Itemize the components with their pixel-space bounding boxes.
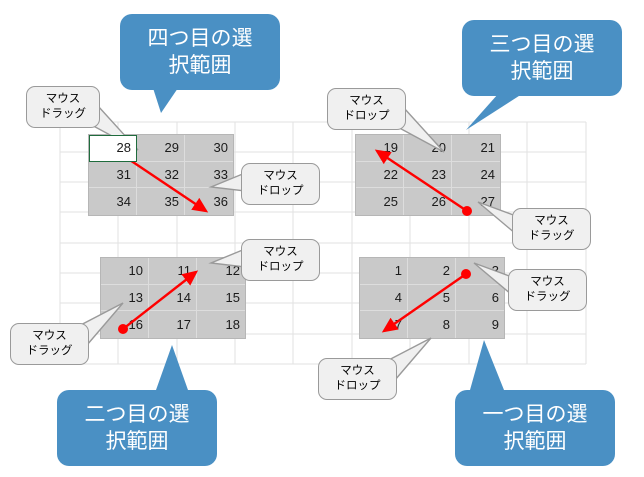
spreadsheet-cell[interactable]: 26 [404,188,452,215]
mouse-drag-callout-second: マウス ドラッグ [10,323,89,365]
spreadsheet-cell[interactable]: 13 [101,284,149,312]
spreadsheet-cell[interactable]: 31 [89,161,137,189]
spreadsheet-cell[interactable]: 35 [137,188,185,215]
spreadsheet-cell[interactable]: 28 [89,135,137,162]
spreadsheet-cell[interactable]: 22 [356,161,404,189]
spreadsheet-cell[interactable]: 12 [197,258,245,285]
mouse-drop-callout-third: マウス ドロップ [327,88,406,130]
mouse-drag-callout-fourth: マウス ドラッグ [26,86,100,128]
spreadsheet-cell[interactable]: 27 [480,194,495,210]
spreadsheet-cell[interactable]: 9 [491,317,499,333]
spreadsheet-cell[interactable]: 6 [456,285,504,312]
spreadsheet-cell[interactable]: 4 [360,284,408,312]
spreadsheet-cell[interactable]: 17 [149,311,197,338]
spreadsheet-cell[interactable]: 16 [101,311,149,338]
spreadsheet-cell[interactable]: 23 [404,161,452,189]
second-selection-label: 二つ目の選 択範囲 [57,390,217,466]
spreadsheet-cell[interactable]: 10 [101,258,149,285]
spreadsheet-cell[interactable]: 8 [408,311,456,338]
mouse-drop-callout-fourth: マウス ドロップ [241,163,320,205]
fourth-selection-label: 四つ目の選 択範囲 [120,14,280,90]
mouse-drop-callout-first: マウス ドロップ [318,358,397,400]
spreadsheet-cell[interactable]: 3 [456,258,504,285]
spreadsheet-cell[interactable]: 2 [408,258,456,285]
spreadsheet-cell[interactable]: 5 [408,284,456,312]
mouse-drag-callout-first: マウス ドラッグ [508,269,587,311]
mouse-drag-callout-third: マウス ドラッグ [512,208,591,250]
spreadsheet-cell[interactable]: 25 [356,188,404,215]
third-selection-label: 三つ目の選 択範囲 [462,20,622,96]
spreadsheet-cell[interactable]: 33 [185,162,233,189]
spreadsheet-cell[interactable]: 7 [360,311,408,338]
spreadsheet-cell[interactable]: 18 [225,317,240,333]
spreadsheet-cell[interactable]: 30 [185,135,233,162]
spreadsheet-cell[interactable]: 34 [89,188,137,215]
spreadsheet-cell[interactable]: 29 [137,135,185,162]
spreadsheet-cell[interactable]: 21 [452,135,500,162]
spreadsheet-cell[interactable]: 15 [197,285,245,312]
spreadsheet-cell[interactable]: 20 [404,135,452,162]
spreadsheet-cell[interactable]: 36 [213,194,228,210]
spreadsheet-cell[interactable]: 24 [452,162,500,189]
spreadsheet-cell[interactable]: 32 [137,161,185,189]
spreadsheet-cell[interactable]: 14 [149,284,197,312]
mouse-drop-callout-second: マウス ドロップ [241,239,320,281]
spreadsheet-cell[interactable]: 11 [149,258,197,285]
spreadsheet-cell[interactable]: 1 [360,258,408,285]
spreadsheet-cell[interactable]: 19 [356,135,404,162]
first-selection-label: 一つ目の選 択範囲 [455,390,615,466]
